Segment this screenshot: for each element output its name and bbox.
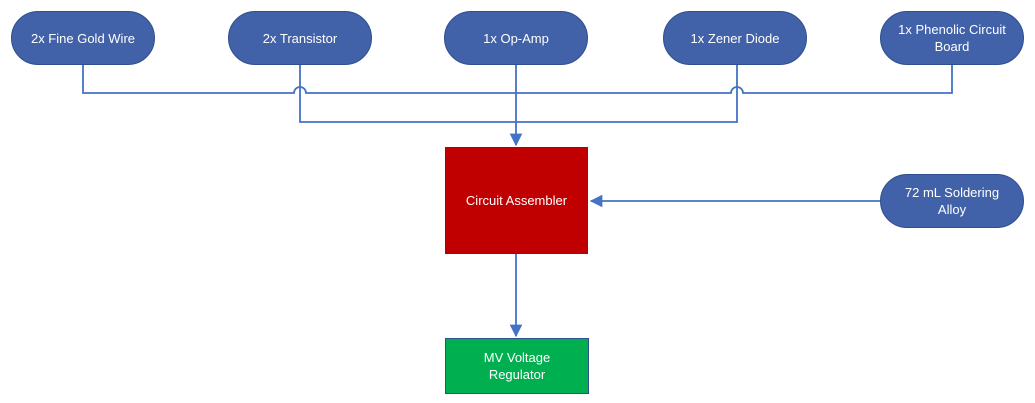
input-node: 1x Op-Amp — [444, 11, 588, 65]
input-label: 2x Fine Gold Wire — [30, 30, 136, 46]
input-node: 1x Zener Diode — [663, 11, 807, 65]
machine-node: Circuit Assembler — [445, 147, 588, 254]
side-input-label: 72 mL Soldering Alloy — [904, 185, 1000, 217]
input-node: 1x Phenolic Circuit Board — [880, 11, 1024, 65]
input-node: 2x Fine Gold Wire — [11, 11, 155, 65]
input-label: 1x Op-Amp — [483, 30, 549, 46]
connector-phenolic-board — [516, 65, 953, 94]
output-node: MV Voltage Regulator — [445, 338, 589, 394]
output-label: MV Voltage Regulator — [483, 350, 551, 382]
connector-fine-gold-wire — [82, 65, 516, 94]
input-label: 2x Transistor — [262, 30, 338, 46]
connector-zener-diode — [516, 65, 738, 123]
side-input-node: 72 mL Soldering Alloy — [880, 174, 1024, 228]
input-node: 2x Transistor — [228, 11, 372, 65]
connector-transistor — [299, 65, 516, 123]
machine-label: Circuit Assembler — [465, 193, 568, 208]
input-label: 1x Zener Diode — [690, 30, 780, 46]
input-label: 1x Phenolic Circuit Board — [898, 22, 1006, 54]
